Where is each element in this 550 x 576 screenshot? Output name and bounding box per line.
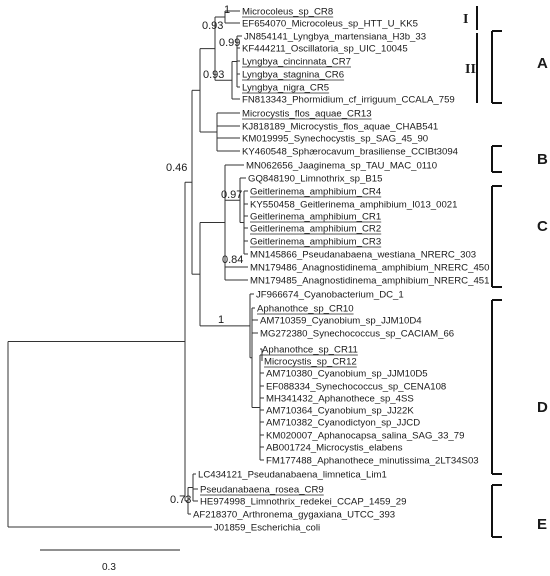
clade-label-d: D	[537, 399, 548, 416]
support-value: 0.93	[203, 69, 224, 81]
taxon-label: MN062656_Jaaginema_sp_TAU_MAC_0110	[246, 161, 437, 172]
taxon-label: Microcoleus_sp_CR8	[242, 7, 333, 18]
taxon-label: MN145866_Pseudanabaena_westiana_NRERC_30…	[250, 250, 476, 261]
taxon-label: AM710364_Cyanobium_sp_JJ22K	[266, 406, 414, 417]
taxon-label: Lyngbya_cincinnata_CR7	[242, 57, 351, 68]
taxon-label: AM710382_Cyanodictyon_sp_JJCD	[266, 418, 420, 429]
taxon-label: EF088334_Synechococcus_sp_CENA108	[266, 382, 446, 393]
taxon-label: MG272380_Synechococcus_sp_CACIAM_66	[260, 329, 454, 340]
taxon-label: Geitlerinema_amphibium_CR3	[250, 237, 381, 248]
taxon-label: Microcystis_sp_CR12	[264, 357, 357, 368]
taxon-label: Geitlerinema_amphibium_CR1	[250, 212, 381, 223]
taxon-label: JF966674_Cyanobacterium_DC_1	[256, 290, 404, 301]
taxon-label: MN179486_Anagnostidinema_amphibium_NRERC…	[250, 263, 489, 274]
taxon-label: Geitlerinema_amphibium_CR4	[250, 187, 382, 198]
taxon-label: AM710359_Cyanobium_sp_JJM10D4	[260, 316, 422, 327]
taxon-label: Geitlerinema_amphibium_CR2	[250, 224, 381, 235]
taxon-label: Aphanothce_sp_CR10	[257, 304, 354, 315]
support-value: 0.84	[222, 254, 243, 266]
taxon-label: KF444211_Oscillatoria_sp_UIC_10045	[242, 44, 408, 55]
taxon-label: Pseudanabaena_rosea_CR9	[200, 485, 324, 496]
taxon-label: MH341432_Aphanothece_sp_4SS	[266, 394, 414, 405]
support-value: 0.73	[170, 494, 191, 506]
taxon-label: HE974998_Limnothrix_redekei_CCAP_1459_29	[200, 497, 406, 508]
support-value: 1	[218, 314, 224, 326]
clade-label-c: C	[537, 218, 548, 235]
taxon-label: AB001724_Microcystis_elabens	[266, 443, 403, 454]
taxon-label: Aphanothce_sp_CR11	[262, 345, 358, 356]
taxon-label: EF654070_Microcoleus_sp_HTT_U_KK5	[242, 19, 418, 30]
taxon-label: FM177488_Aphanothece_minutissima_2LT34S0…	[266, 456, 479, 467]
clade-label-b: B	[537, 151, 548, 168]
taxon-label: MN179485_Anagnostidinema_amphibium_NRERC…	[250, 276, 489, 287]
support-value: 0.97	[221, 189, 242, 201]
clade-label-e: E	[537, 516, 547, 533]
taxon-label: KY460548_Sphærocavum_brasiliense_CCIBt30…	[242, 147, 459, 158]
support-value: 0.46	[166, 162, 187, 174]
support-value: 1	[224, 4, 230, 16]
scale-bar: 0.3	[40, 549, 180, 573]
subclade-label: I	[463, 12, 468, 27]
taxon-label: LC434121_Pseudanabaena_limnetica_Lim1	[198, 470, 387, 481]
taxon-labels: Microcoleus_sp_CR8EF654070_Microcoleus_s…	[193, 7, 489, 534]
taxon-label: KM020007_Aphanocapsa_salina_SAG_33_79	[266, 431, 464, 442]
support-value: 0.99	[219, 37, 240, 49]
taxon-label: JN854141_Lyngbya_martensiana_H3b_33	[244, 32, 426, 43]
taxon-label: AM710380_Cyanobium_sp_JJM10D5	[266, 369, 428, 380]
support-value: 0.93	[202, 20, 223, 32]
taxon-label: AF218370_Arthronema_gygaxiana_UTCC_393	[193, 510, 395, 521]
taxon-label: KY550458_Geitlerinema_amphibium_I013_002…	[250, 200, 457, 211]
clade-label-a: A	[537, 55, 548, 72]
subclade-label: II	[465, 62, 476, 77]
taxon-label: KJ818189_Microcystis_flos_aquae_CHAB541	[242, 122, 438, 133]
taxon-label: KM019995_Synechocystis_sp_SAG_45_90	[242, 134, 428, 145]
scale-bar-label: 0.3	[102, 562, 116, 573]
taxon-label: J01859_Escherichia_coli	[214, 523, 320, 534]
taxon-label: FN813343_Phormidium_cf_irriguum_CCALA_75…	[242, 95, 455, 106]
tree-branches	[7, 10, 264, 528]
taxon-label: Microcystis_flos_aquae_CR13	[242, 109, 372, 120]
taxon-label: Lyngbya_stagnina_CR6	[242, 70, 344, 81]
taxon-label: Lyngbya_nigra_CR5	[242, 83, 329, 94]
taxon-label: GQ848190_Limnothrix_sp_B15	[248, 174, 382, 185]
